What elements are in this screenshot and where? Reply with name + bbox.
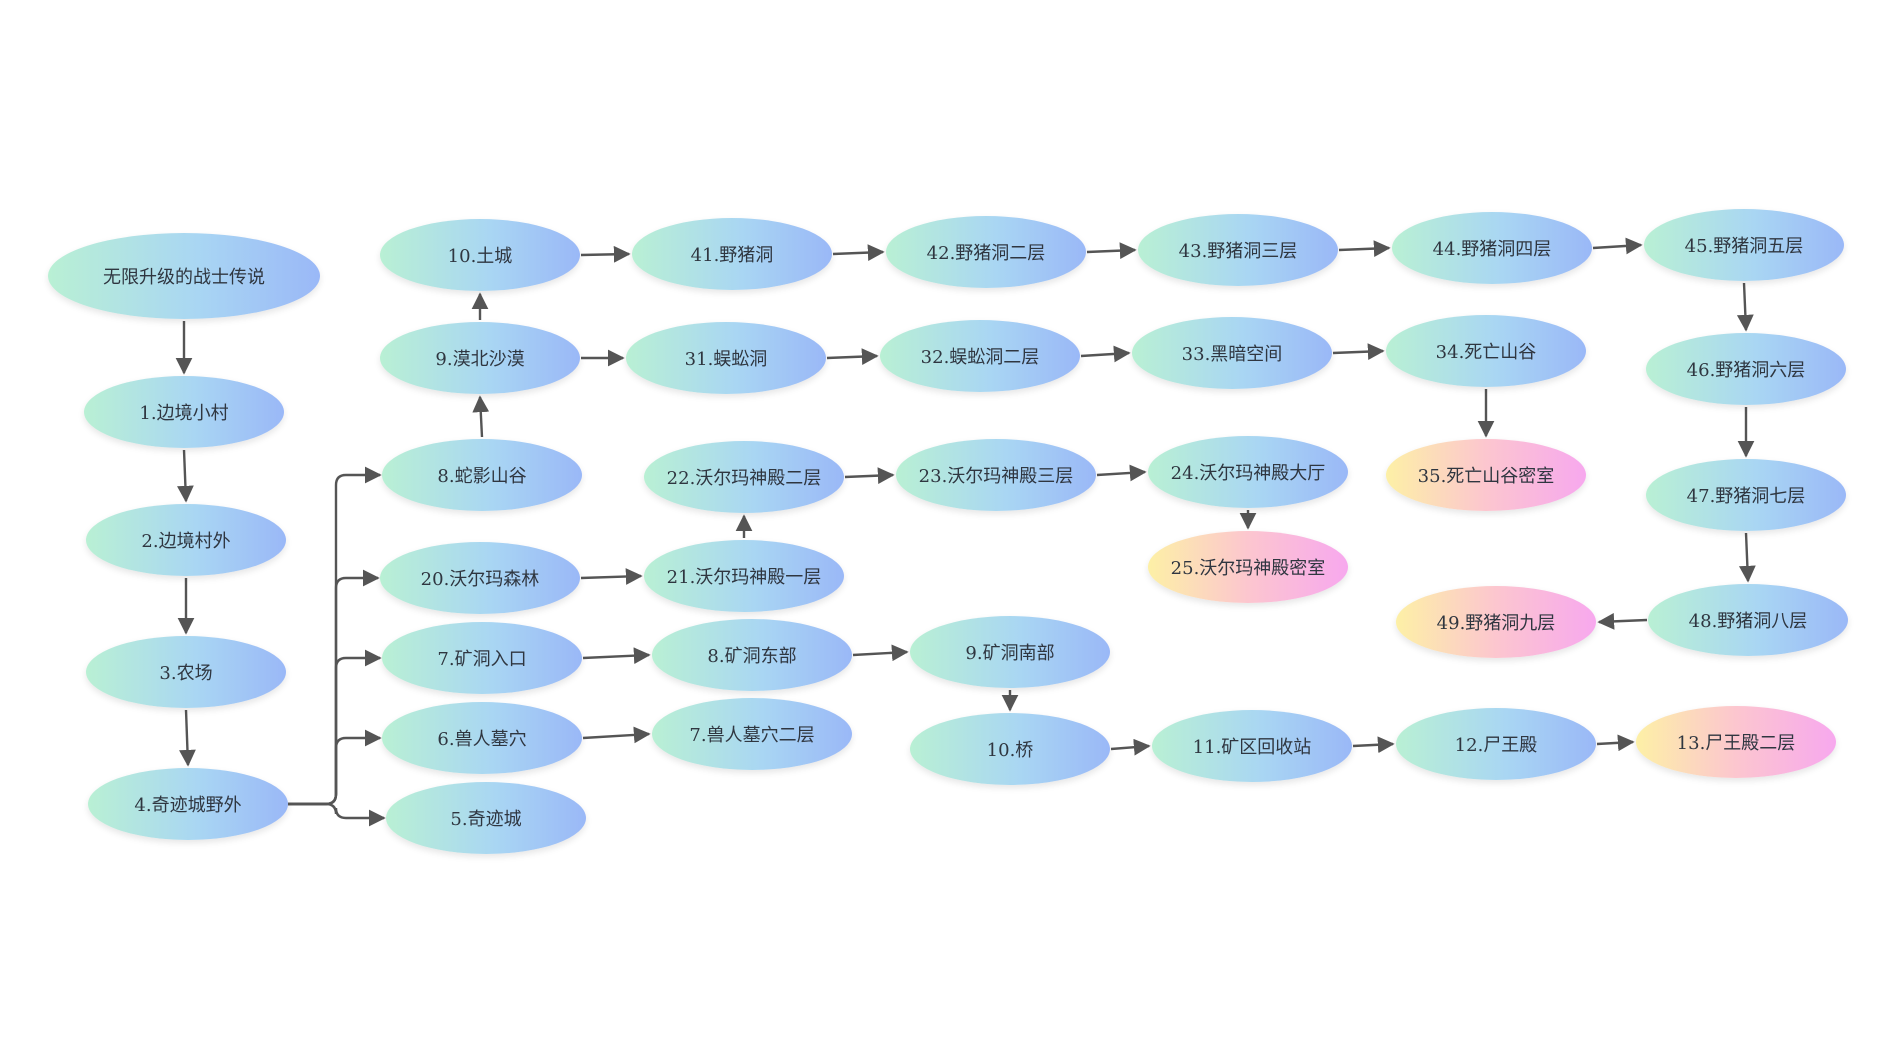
node-45[interactable]: 45.野猪洞五层 [1644, 209, 1844, 281]
node-mine-10[interactable]: 10.桥 [910, 713, 1110, 785]
node-20[interactable]: 20.沃尔玛森林 [380, 542, 580, 614]
node-41[interactable]: 41.野猪洞 [632, 218, 832, 290]
node-46[interactable]: 46.野猪洞六层 [1646, 333, 1846, 405]
connector-n1-to-n2 [177, 449, 194, 503]
node-6[interactable]: 6.兽人墓穴 [382, 702, 582, 774]
connector-n10-to-n41 [580, 245, 631, 263]
node-22[interactable]: 22.沃尔玛神殿二层 [644, 441, 844, 513]
node-2[interactable]: 2.边境村外 [86, 504, 286, 576]
node-48[interactable]: 48.野猪洞八层 [1648, 584, 1848, 656]
connector-n42-to-n43 [1086, 242, 1137, 260]
connector-n31-to-n32 [826, 348, 879, 365]
node-34[interactable]: 34.死亡山谷 [1386, 315, 1586, 387]
connector-m11-to-m12 [1352, 736, 1395, 754]
connector-n3-to-n4 [179, 709, 196, 767]
node-7[interactable]: 7.矿洞入口 [382, 622, 582, 694]
connector-n44-to-n45 [1592, 237, 1643, 255]
connector-n4-to-n7 [288, 649, 382, 806]
node-33[interactable]: 33.黑暗空间 [1132, 317, 1332, 389]
node-9[interactable]: 9.漠北沙漠 [380, 322, 580, 394]
connector-n45-to-n46 [1736, 282, 1754, 332]
connector-n47-to-n48 [1738, 532, 1756, 583]
node-4[interactable]: 4.奇迹城野外 [88, 768, 288, 840]
connector-n43-to-n44 [1338, 240, 1391, 257]
connector-n4-to-n8 [288, 466, 382, 806]
connector-n32-to-n33 [1080, 345, 1131, 363]
node-49[interactable]: 49.野猪洞九层 [1396, 586, 1596, 658]
connector-m12-to-m13 [1596, 734, 1635, 752]
connector-n7-to-m8 [582, 647, 651, 665]
node-root[interactable]: 无限升级的战士传说 [48, 233, 320, 319]
node-23[interactable]: 23.沃尔玛神殿三层 [896, 439, 1096, 511]
node-10[interactable]: 10.土城 [380, 219, 580, 291]
connector-n23-to-n24 [1096, 464, 1147, 482]
connector-m8-to-m9 [852, 644, 909, 662]
connector-m10-to-m11 [1110, 738, 1151, 756]
node-mine-8[interactable]: 8.矿洞东部 [652, 619, 852, 691]
node-42[interactable]: 42.野猪洞二层 [886, 216, 1086, 288]
node-mine-11[interactable]: 11.矿区回收站 [1152, 710, 1352, 782]
node-44[interactable]: 44.野猪洞四层 [1392, 212, 1592, 284]
node-8[interactable]: 8.蛇影山谷 [382, 439, 582, 511]
node-31[interactable]: 31.蜈蚣洞 [626, 322, 826, 394]
connector-n33-to-n34 [1332, 343, 1385, 360]
node-mine-13[interactable]: 13.尸王殿二层 [1636, 706, 1836, 778]
connector-n8-to-n9 [472, 395, 490, 438]
connector-n4-to-n6 [288, 729, 382, 806]
node-5[interactable]: 5.奇迹城 [386, 782, 586, 854]
node-tomb-7[interactable]: 7.兽人墓穴二层 [652, 698, 852, 770]
node-21[interactable]: 21.沃尔玛神殿一层 [644, 540, 844, 612]
connector-n20-to-n21 [580, 568, 643, 585]
connector-n4-to-n20 [288, 569, 380, 806]
node-35[interactable]: 35.死亡山谷密室 [1386, 439, 1586, 511]
node-47[interactable]: 47.野猪洞七层 [1646, 459, 1846, 531]
node-43[interactable]: 43.野猪洞三层 [1138, 214, 1338, 286]
node-1[interactable]: 1.边境小村 [84, 376, 284, 448]
node-24[interactable]: 24.沃尔玛神殿大厅 [1148, 436, 1348, 508]
connector-n48-to-n49 [1597, 612, 1648, 630]
node-3[interactable]: 3.农场 [86, 636, 286, 708]
connector-n6-to-t7 [582, 726, 651, 744]
connector-n4-to-n5 [288, 802, 386, 827]
node-mine-9[interactable]: 9.矿洞南部 [910, 616, 1110, 688]
connector-n22-to-n23 [844, 467, 895, 485]
node-25[interactable]: 25.沃尔玛神殿密室 [1148, 531, 1348, 603]
node-32[interactable]: 32.蜈蚣洞二层 [880, 320, 1080, 392]
node-mine-12[interactable]: 12.尸王殿 [1396, 708, 1596, 780]
connector-n41-to-n42 [832, 244, 885, 261]
